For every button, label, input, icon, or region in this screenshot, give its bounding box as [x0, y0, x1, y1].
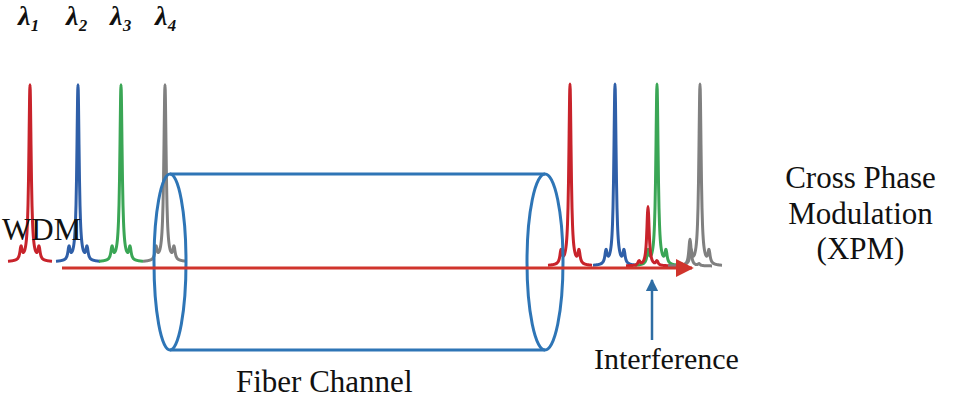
interference-label: Interference — [594, 342, 739, 377]
wavelength-label: λ₄ — [155, 0, 177, 32]
wavelength-label: λ₁ — [18, 0, 40, 32]
xpm-label: Cross Phase Modulation (XPM) — [758, 160, 963, 267]
fiber-cylinder — [154, 174, 563, 350]
wdm-label: WDM — [2, 212, 81, 248]
wavelength-label: λ₂ — [66, 0, 88, 32]
fiber-label: Fiber Channel — [236, 364, 413, 400]
spectral-peak — [678, 84, 722, 265]
propagation-arrow — [62, 267, 692, 270]
spectral-peak — [668, 239, 712, 266]
spectral-peak — [548, 84, 592, 265]
spectrum-peaks — [8, 84, 722, 266]
spectral-peak — [626, 207, 670, 266]
wavelength-label: λ₃ — [110, 0, 132, 32]
spectral-peak — [99, 85, 143, 262]
spectral-peak — [635, 84, 679, 265]
spectral-peak — [593, 84, 637, 265]
interference-pointer — [651, 280, 654, 340]
